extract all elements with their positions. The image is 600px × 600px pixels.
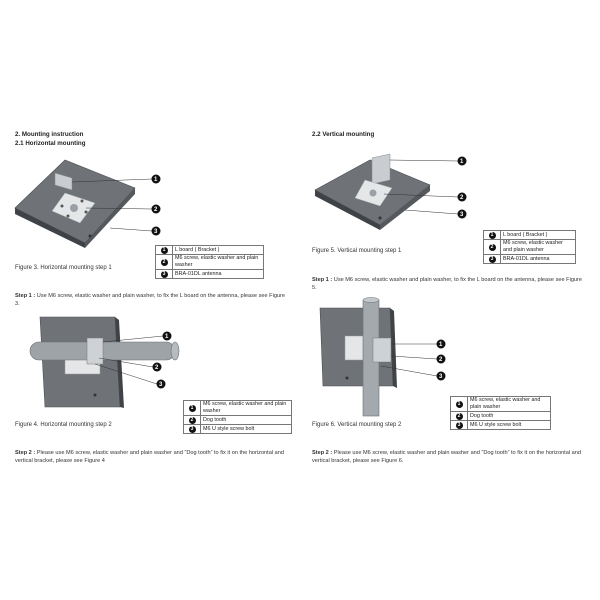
subsection-title-vertical: 2.2 Vertical mounting [312, 131, 375, 138]
figure-4-caption: Figure 4. Horizontal mounting step 2 [15, 422, 112, 428]
legend-row: 2 M6 screw, elastic washer and plain wash… [155, 254, 264, 270]
step-text: Please use M6 screw, elastic washer and … [15, 450, 284, 464]
legend-text: M6 U style screw bolt [200, 424, 292, 434]
figure-3-legend: 1 L board ( Bracket ) 2 M6 screw, elastic … [155, 245, 264, 279]
legend-row: 1 L board ( Bracket ) [483, 230, 576, 240]
legend-row: 2 Dog tooth [450, 411, 551, 421]
step-label: Step 2 : [312, 450, 333, 456]
legend-number: 3 [455, 421, 463, 429]
figure-5-caption: Figure 5. Vertical mounting step 1 [312, 248, 402, 254]
legend-row: 2 Dog tooth [183, 415, 292, 425]
fig6-callout-3: 3 [439, 374, 443, 380]
legend-row: 3 BRA-01DL antenna [483, 254, 576, 264]
figure-5-legend: 1 L board ( Bracket ) 2 M6 screw, elastic … [483, 230, 576, 264]
figure-6-legend: 1 M6 screw, elastic washer and plain wash… [450, 396, 551, 430]
fig6-callout-1: 1 [439, 342, 443, 348]
legend-text: M6 screw, elastic washer and plain washe… [172, 254, 264, 270]
legend-number: 1 [160, 246, 168, 254]
legend-row: 2 M6 screw, elastic washer and plain wash… [483, 239, 576, 255]
left-step-1: Step 1 : Use M6 screw, elastic washer an… [15, 292, 290, 308]
legend-row: 3 M6 U style screw bolt [450, 420, 551, 430]
legend-text: Dog tooth [200, 415, 292, 425]
legend-number: 1 [188, 404, 196, 412]
fig4-callout-1: 1 [165, 334, 169, 340]
legend-text: L board ( Bracket ) [172, 245, 264, 255]
legend-row: 1 L board ( Bracket ) [155, 245, 264, 255]
step-label: Step 2 : [15, 450, 36, 456]
figure-3-illustration: 1 2 3 [14, 159, 161, 248]
step-text: Please use M6 screw, elastic washer and … [312, 450, 581, 464]
step-text: Use M6 screw, elastic washer and plain w… [15, 293, 286, 307]
fig5-callout-2: 2 [460, 195, 464, 201]
fig6-callout-2: 2 [439, 357, 443, 363]
figure-5-illustration: 1 2 3 [314, 153, 467, 230]
fig5-callout-3: 3 [460, 212, 464, 218]
legend-text: M6 screw, elastic washer and plain washe… [467, 396, 551, 412]
legend-text: M6 screw, elastic washer and plain washe… [500, 239, 576, 255]
section-title: 2. Mounting instruction [15, 131, 84, 138]
legend-number: 3 [160, 270, 168, 278]
step-label: Step 1 : [15, 293, 36, 299]
subsection-title-horizontal: 2.1 Horizontal mounting [15, 140, 86, 147]
legend-number: 3 [488, 255, 496, 263]
legend-text: M6 screw, elastic washer and plain washe… [200, 400, 292, 416]
legend-text: BRA-01DL antenna [172, 269, 264, 279]
left-step-2: Step 2 : Please use M6 screw, elastic wa… [15, 449, 290, 465]
fig3-callout-2: 2 [154, 207, 158, 213]
legend-number: 2 [160, 258, 168, 266]
legend-row: 3 BRA-01DL antenna [155, 269, 264, 279]
legend-text: M6 U style screw bolt [467, 420, 551, 430]
legend-row: 3 M6 U style screw bolt [183, 424, 292, 434]
legend-number: 2 [455, 412, 463, 420]
right-step-1: Step 1 : Use M6 screw, elastic washer an… [312, 276, 582, 292]
right-step-2: Step 2 : Please use M6 screw, elastic wa… [312, 449, 582, 465]
legend-number: 2 [488, 243, 496, 251]
legend-text: L board ( Bracket ) [500, 230, 576, 240]
figure-4-legend: 1 M6 screw, elastic washer and plain wash… [183, 400, 292, 434]
fig4-callout-2: 2 [155, 365, 159, 371]
step-text: Use M6 screw, elastic washer and plain w… [312, 277, 583, 291]
fig4-callout-3: 3 [159, 382, 163, 388]
figure-4-illustration: 1 2 3 [29, 316, 180, 408]
legend-number: 1 [488, 231, 496, 239]
fig5-callout-1: 1 [460, 159, 464, 165]
figure-3-caption: Figure 3. Horizontal mounting step 1 [15, 265, 112, 271]
fig3-callout-1: 1 [154, 177, 158, 183]
legend-number: 3 [188, 425, 196, 433]
step-label: Step 1 : [312, 277, 333, 283]
legend-text: BRA-01DL antenna [500, 254, 576, 264]
legend-number: 2 [188, 416, 196, 424]
legend-row: 1 M6 screw, elastic washer and plain wash… [450, 396, 551, 412]
fig3-callout-3: 3 [154, 229, 158, 235]
legend-row: 1 M6 screw, elastic washer and plain wash… [183, 400, 292, 416]
figure-6-caption: Figure 6. Vertical mounting step 2 [312, 422, 402, 428]
legend-number: 1 [455, 400, 463, 408]
figure-6-illustration: 1 2 3 [319, 297, 446, 417]
legend-text: Dog tooth [467, 411, 551, 421]
